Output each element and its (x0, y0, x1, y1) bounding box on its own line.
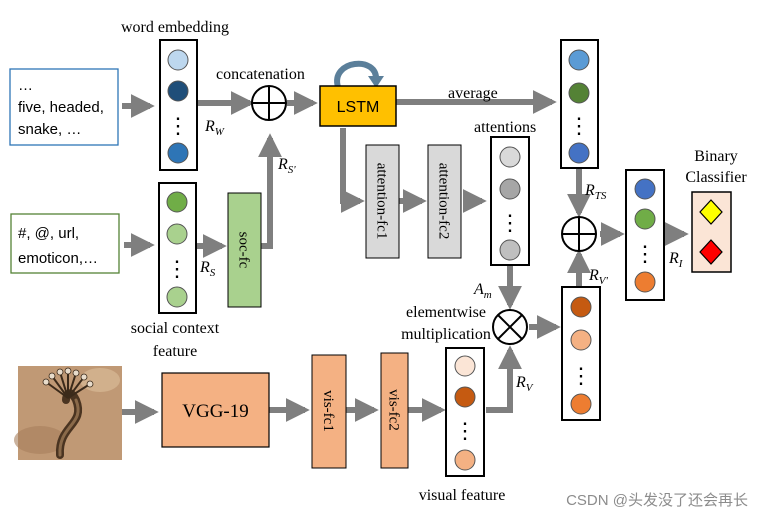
input-image (14, 366, 122, 460)
visual-feature-cell (454, 449, 476, 471)
image-text-cell (634, 208, 656, 230)
attentions-label: attentions (474, 119, 536, 136)
visual-attended-dots: ⋮ (570, 363, 592, 388)
vgg-block (161, 372, 270, 448)
social-feature-dots: ⋮ (166, 256, 188, 281)
arrow-lstm-to-attfc1 (340, 128, 365, 213)
attention-cell (499, 178, 521, 200)
visual-feature-dots: ⋮ (454, 418, 476, 443)
lstm-label: LSTM (337, 99, 380, 116)
visual-feature-cell (454, 386, 476, 408)
attention-fc1-label: attention-fc1 (374, 163, 390, 240)
social-input-line-2: emoticon,… (18, 250, 98, 267)
text-social-cell (568, 82, 590, 104)
rv-label: RV (515, 374, 534, 394)
attention-fc2-layer (427, 144, 462, 259)
vis-fc2-layer (380, 352, 409, 469)
rv-prime-label: RV' (588, 267, 609, 287)
attention-cell (499, 239, 521, 261)
vis-fc1-layer (311, 354, 347, 469)
concat-operator (251, 85, 287, 121)
social-input-box (10, 213, 120, 274)
fusion-operator (561, 216, 597, 252)
social-input-line-1: #, @, url, (18, 225, 79, 242)
visual-attended-cell (570, 329, 592, 351)
elementwise-label-1: elementwise (406, 304, 486, 321)
visual-attended-cell (570, 393, 592, 415)
image-text-cell (634, 271, 656, 293)
text-input-line-1: … (18, 77, 33, 94)
soc-fc-label: soc-fc (236, 232, 252, 269)
text-input-line-3: snake, … (18, 121, 81, 138)
attention-cell (499, 146, 521, 168)
text-social-cell (568, 142, 590, 164)
word-embedding-cell (167, 49, 189, 71)
am-label: Am (473, 281, 492, 301)
arrow-socfc-to-concat (258, 133, 282, 249)
lstm-block (319, 85, 397, 127)
social-feature-cell (166, 286, 188, 308)
text-social-cell (568, 49, 590, 71)
image-text-cell (634, 178, 656, 200)
visual-attended-cell (570, 296, 592, 318)
connectors (122, 90, 689, 424)
watermark: CSDN @头发没了还会再长 (566, 492, 748, 509)
binary-classifier-label-2: Classifier (685, 169, 747, 186)
text-input-box (9, 68, 119, 146)
lstm-loop-arrow (334, 60, 379, 88)
visual-feature-cell (454, 355, 476, 377)
vgg-label: VGG-19 (182, 401, 249, 422)
social-context-label-1: social context (131, 320, 220, 337)
elementwise-label-2: multiplication (401, 326, 491, 343)
social-context-label-2: feature (153, 343, 197, 360)
word-embedding-cell (167, 142, 189, 164)
multiply-operator (492, 309, 528, 345)
social-feature-cell (166, 191, 188, 213)
word-embedding-dots: ⋮ (167, 113, 189, 138)
word-embedding-cell (167, 80, 189, 102)
lstm-loop-arrowhead (368, 76, 384, 88)
attentions-dots: ⋮ (499, 210, 521, 235)
image-text-dots: ⋮ (634, 241, 656, 266)
rs-prime-label: RS' (277, 156, 296, 176)
soc-fc-layer (227, 192, 262, 308)
vis-fc1-label: vis-fc1 (320, 390, 336, 432)
average-label: average (448, 85, 498, 102)
rw-label: RW (204, 118, 225, 138)
ri-label: RI (668, 250, 684, 270)
text-social-dots: ⋮ (568, 113, 590, 138)
vis-fc2-label: vis-fc2 (386, 389, 402, 431)
arrow-visual-to-mult (486, 345, 522, 413)
diamond-red-icon (699, 239, 723, 265)
visual-feature-label: visual feature (419, 487, 506, 504)
binary-classifier-label-1: Binary (694, 148, 738, 165)
diamond-yellow-icon (699, 199, 723, 225)
attention-fc1-layer (365, 144, 400, 259)
rts-label: RTS (584, 182, 607, 202)
attention-fc2-label: attention-fc2 (436, 163, 452, 240)
text-input-line-2: five, headed, (18, 99, 104, 116)
word-embedding-label: word embedding (121, 19, 229, 36)
concatenation-label: concatenation (216, 66, 305, 83)
social-feature-cell (166, 223, 188, 245)
rs-label: RS (199, 259, 216, 279)
